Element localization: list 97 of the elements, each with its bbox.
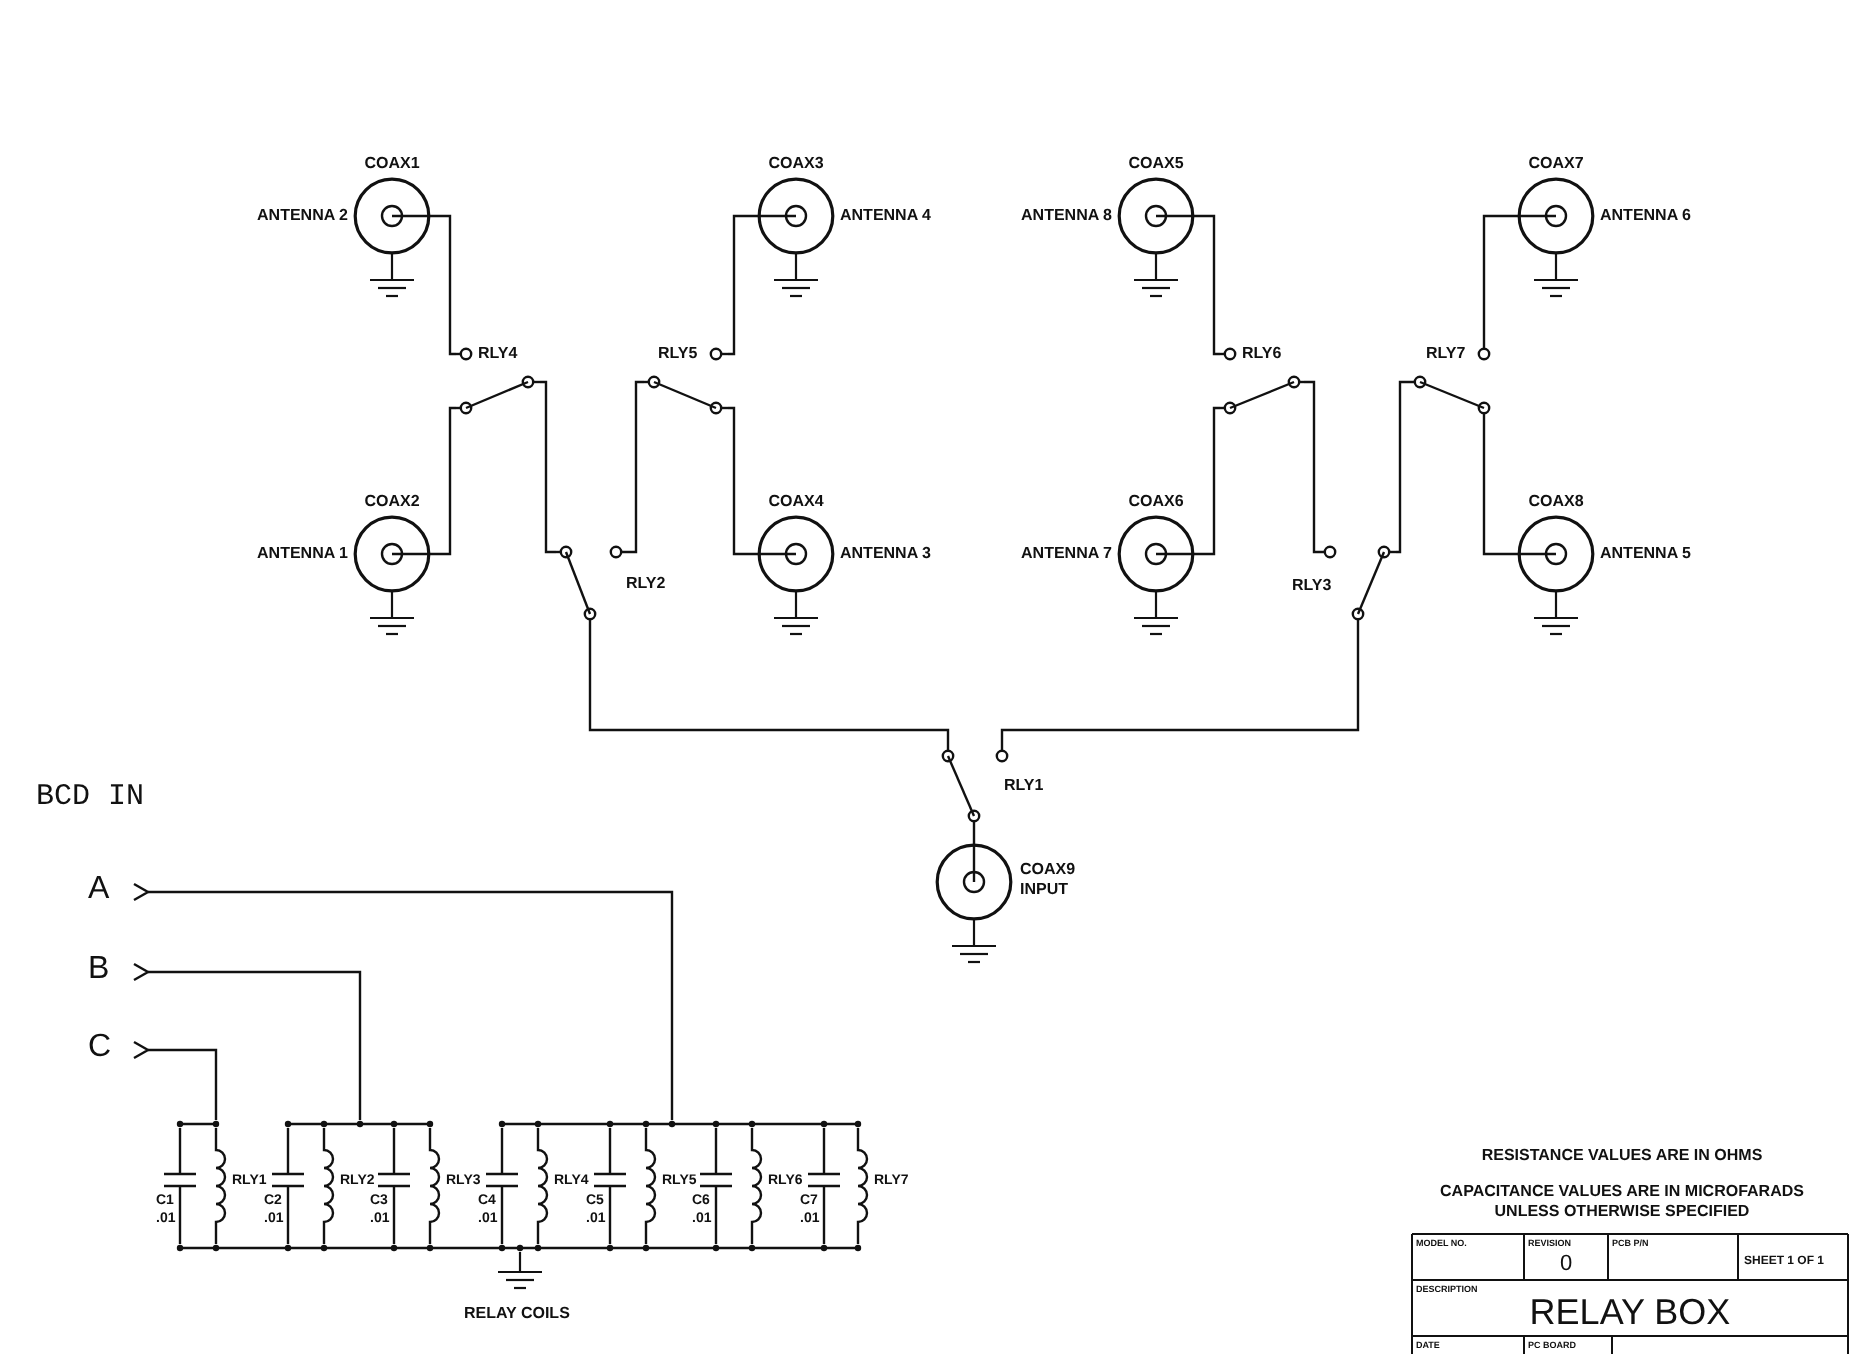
connector-label: COAX7 [1526, 154, 1586, 172]
coax-connector [758, 516, 834, 592]
connector-label: COAX9 [1020, 860, 1078, 878]
coax-connector [936, 844, 1012, 920]
wire [132, 882, 674, 1120]
wire [728, 406, 758, 556]
coax-connector [758, 178, 834, 254]
relay-label: RLY7 [1426, 344, 1466, 362]
capacitor-symbol [586, 1160, 628, 1232]
relay-label: RLY2 [626, 574, 666, 592]
port-label: INPUT [1020, 880, 1070, 898]
wire [214, 1128, 218, 1148]
wire [428, 1128, 432, 1148]
wire [644, 1128, 648, 1148]
connector-label: COAX4 [766, 492, 826, 510]
drawing-title: RELAY BOX [1527, 1292, 1733, 1334]
wire [588, 624, 950, 740]
coax-connector [1518, 178, 1594, 254]
capacitor-symbol [478, 1160, 520, 1232]
connector-label: COAX1 [362, 154, 422, 172]
relay-label: RLY5 [658, 344, 698, 362]
wire [714, 1128, 718, 1160]
note-text: RESISTANCE VALUES ARE IN OHMS [1479, 1146, 1765, 1164]
relay-switch [556, 540, 668, 624]
relay-switch [1412, 336, 1492, 420]
antenna-label: ANTENNA 8 [1019, 206, 1112, 224]
wire [1396, 380, 1412, 554]
capacitor-symbol [264, 1160, 306, 1232]
antenna-label: ANTENNA 6 [1600, 206, 1693, 224]
wire [634, 380, 644, 540]
wire [536, 1128, 540, 1148]
wire [428, 1224, 432, 1244]
wire [608, 1128, 612, 1160]
connector-label: COAX5 [1126, 154, 1186, 172]
bus-wire [176, 1244, 862, 1252]
wire [322, 1128, 326, 1148]
wire [728, 214, 758, 356]
capacitor-symbol [156, 1160, 198, 1232]
connector-label: COAX8 [1526, 492, 1586, 510]
section-title: BCD IN [36, 780, 145, 814]
wire [1194, 406, 1220, 556]
wire [322, 1224, 326, 1244]
wire [392, 1128, 396, 1160]
relay-label: RLY6 [1242, 344, 1282, 362]
signal-label: C [88, 1030, 112, 1066]
wire [972, 824, 976, 844]
wire [644, 1224, 648, 1244]
connector-label: COAX2 [362, 492, 422, 510]
bus-wire [284, 1120, 434, 1128]
antenna-label: ANTENNA 7 [1019, 544, 1112, 562]
capacitor-symbol [370, 1160, 412, 1232]
connector-label: COAX6 [1126, 492, 1186, 510]
coax-connector [1118, 516, 1194, 592]
coax-connector [354, 516, 430, 592]
wire [750, 1128, 754, 1148]
wire [286, 1128, 290, 1160]
wire [1482, 214, 1518, 336]
wire [214, 1224, 218, 1244]
antenna-label: ANTENNA 4 [840, 206, 933, 224]
coax-connector [354, 178, 430, 254]
antenna-label: ANTENNA 5 [1600, 544, 1693, 562]
relay-label: RLY3 [1292, 576, 1332, 594]
field-value: 0 [1557, 1252, 1575, 1276]
wire [822, 1128, 826, 1160]
wire [1194, 214, 1220, 356]
wire [1482, 420, 1518, 556]
note-text: CAPACITANCE VALUES ARE IN MICROFARADS UNLESS OTHERWISE SPECIFIED [1438, 1182, 1806, 1220]
wire [536, 1224, 540, 1244]
coax-connector [1118, 178, 1194, 254]
signal-label: B [88, 952, 110, 988]
wire [540, 380, 556, 554]
antenna-label: ANTENNA 2 [255, 206, 348, 224]
capacitor-symbol [800, 1160, 842, 1232]
wire [500, 1128, 504, 1160]
relay-label: RLY1 [1004, 776, 1044, 794]
relay-label: RLY4 [478, 344, 518, 362]
wire [430, 406, 456, 556]
antenna-label: ANTENNA 3 [840, 544, 933, 562]
wire [856, 1224, 860, 1244]
wire [856, 1128, 860, 1148]
wire [132, 1040, 218, 1120]
wire [1304, 380, 1316, 540]
relay-switch [1288, 540, 1396, 624]
antenna-label: ANTENNA 1 [255, 544, 348, 562]
wire [178, 1128, 182, 1160]
coax-connector [1518, 516, 1594, 592]
wire [750, 1224, 754, 1244]
bus-wire [498, 1120, 862, 1128]
signal-label: A [88, 872, 110, 908]
capacitor-symbol [692, 1160, 734, 1232]
relay-switch [940, 740, 1044, 824]
wire [132, 962, 362, 1120]
wire [430, 214, 456, 356]
bus-wire [176, 1120, 220, 1128]
section-caption: RELAY COILS [464, 1304, 570, 1322]
wire [1000, 624, 1360, 740]
connector-label: COAX3 [766, 154, 826, 172]
